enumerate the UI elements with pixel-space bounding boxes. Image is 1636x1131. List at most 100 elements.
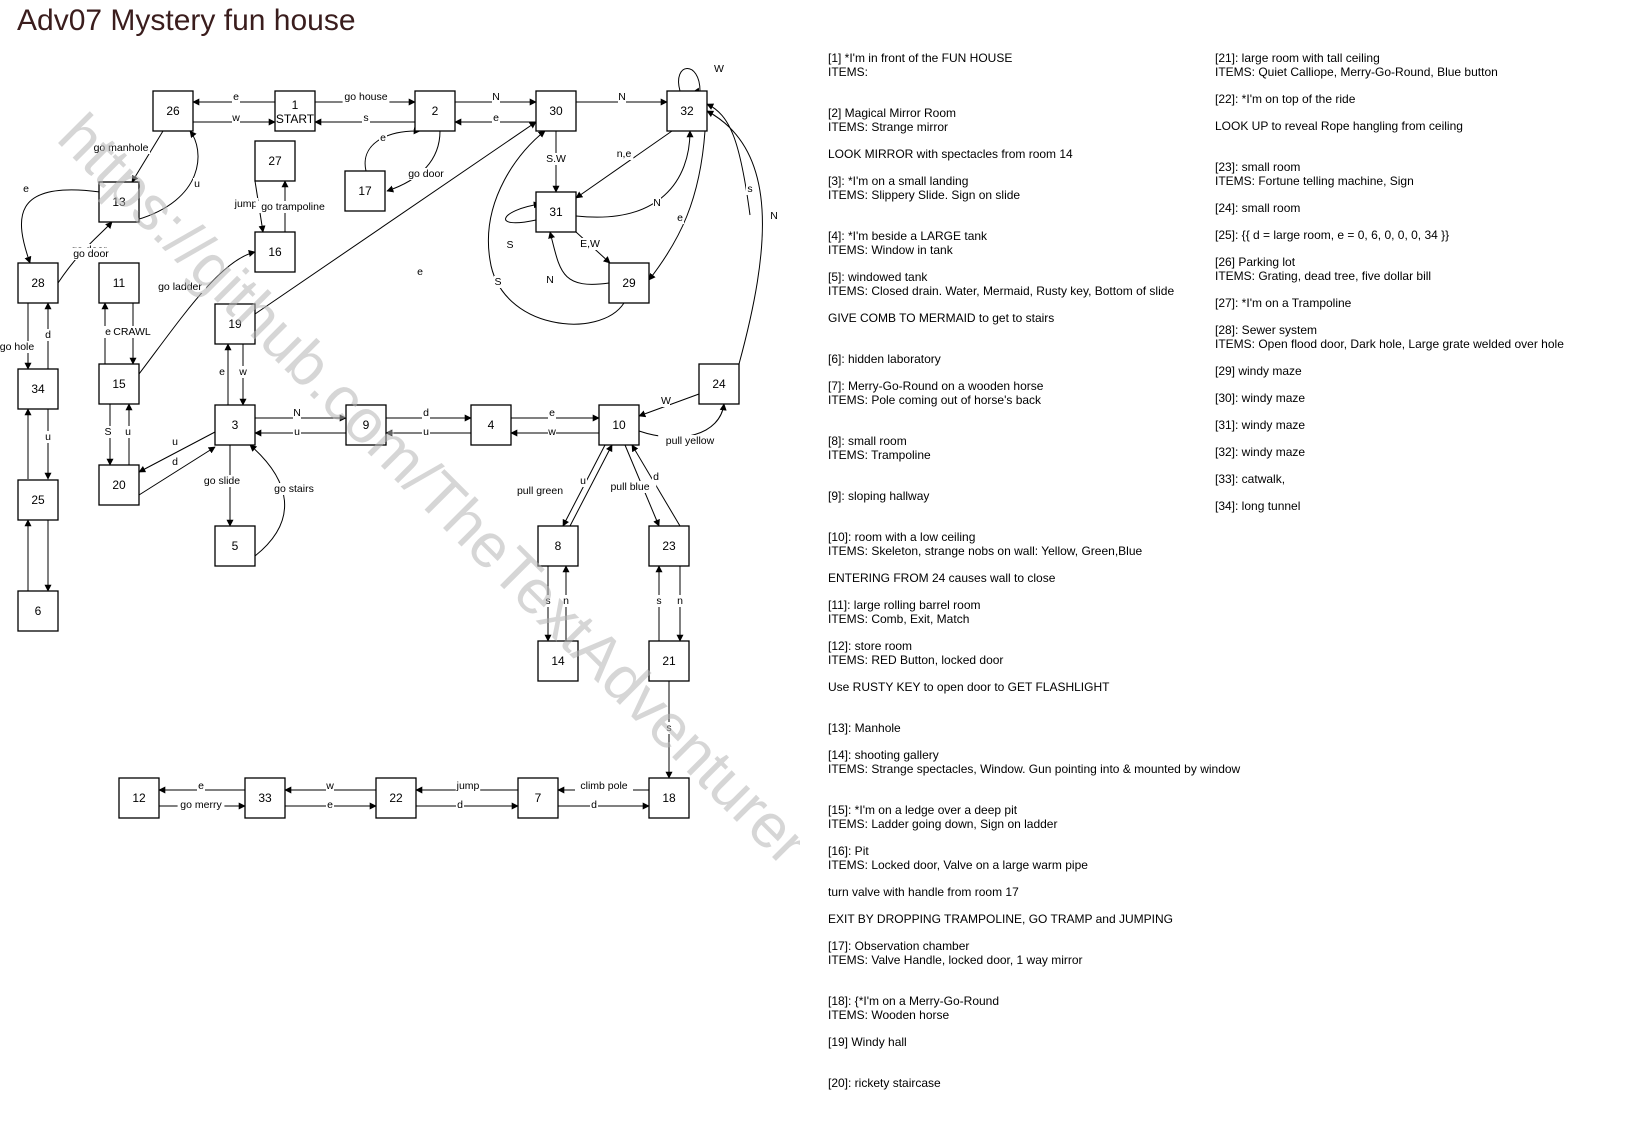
room-rect (598, 404, 640, 446)
room-box-12: 12 (118, 777, 160, 819)
edge-label-bg (494, 276, 502, 288)
room-note: [19] Windy hall (828, 1035, 1248, 1049)
room-start-label: START (276, 112, 315, 126)
edge-label: d (45, 329, 51, 341)
room-note: [30]: windy maze (1215, 391, 1625, 405)
page-title: Adv07 Mystery fun house (17, 4, 356, 37)
room-note-line: ITEMS: (828, 65, 869, 79)
edge-label-bg (506, 239, 514, 251)
room-box-26: 26 (152, 90, 194, 132)
room-note-line: [14]: shooting gallery (828, 748, 939, 762)
room-number: 11 (113, 276, 126, 290)
edge-label: e (417, 266, 423, 278)
edge-label: e (493, 112, 499, 124)
room-number: 7 (535, 791, 542, 805)
room-note-line: [3]: *I'm on a small landing (828, 174, 969, 188)
map-connection (364, 127, 421, 172)
room-rect (345, 404, 387, 446)
room-rect (214, 303, 256, 345)
room-rect (17, 262, 59, 304)
room-note-line: [5]: windowed tank (828, 270, 928, 284)
room-note-line: [8]: small room (828, 434, 907, 448)
edge-label: e (219, 366, 225, 378)
room-rect (17, 590, 59, 632)
edge-label-bg (153, 281, 207, 293)
edge-label-bg (492, 112, 500, 124)
room-rect (98, 181, 140, 223)
room-box-31: 31 (535, 191, 577, 233)
edge-label-bg (422, 426, 430, 438)
room-box-3: 3 (214, 404, 256, 446)
room-note-line: [29] windy maze (1215, 364, 1302, 378)
room-note: [6]: hidden laboratory (828, 352, 1248, 366)
room-box-10: 10 (598, 404, 640, 446)
edge-label: go door (73, 248, 109, 260)
edge-label-bg (655, 595, 663, 607)
room-note-line: ITEMS: Pole coming out of horse's back (828, 393, 1042, 407)
room-note-line: [25]: {{ d = large room, e = 0, 6, 0, 0,… (1215, 228, 1450, 242)
edge-label: d (172, 456, 178, 468)
room-note-line: [2] Magical Mirror Room (828, 106, 957, 120)
edge-label: s (666, 722, 671, 734)
room-rect (517, 777, 559, 819)
edge-label-bg (255, 201, 331, 213)
room-note-line: [27]: *I'm on a Trampoline (1215, 296, 1352, 310)
edge-label: go trampoline (261, 201, 325, 213)
edge-label: e (677, 212, 683, 224)
edge-label: s (656, 595, 661, 607)
edge-label: d (457, 799, 463, 811)
edge-label-bg (746, 183, 754, 195)
edge-label-bg (193, 178, 201, 190)
edge-label: S.W (546, 153, 566, 165)
room-number: 18 (662, 791, 676, 805)
room-number: 31 (549, 205, 563, 219)
edge-label: w (325, 780, 334, 792)
room-box-20: 20 (98, 464, 140, 506)
room-note-line: ITEMS: Slippery Slide. Sign on slide (828, 188, 1021, 202)
edge-label-bg (422, 407, 430, 419)
room-rect (17, 479, 59, 521)
room-box-21: 21 (648, 640, 690, 682)
room-note: [20]: rickety staircase (828, 1076, 1248, 1090)
room-note: [22]: *I'm on top of the ride (1215, 92, 1625, 106)
edge-label-bg (603, 481, 657, 493)
edge-label-bg (22, 183, 30, 195)
room-note-line: turn valve with handle from room 17 (828, 885, 1019, 899)
room-number: 14 (551, 654, 565, 668)
room-box-28: 28 (17, 262, 59, 304)
room-note-line: ENTERING FROM 24 causes wall to close (828, 571, 1056, 585)
room-rect (535, 90, 577, 132)
edge-label: u (423, 426, 429, 438)
edge-label-bg (455, 780, 481, 792)
room-rect (244, 777, 286, 819)
map-connection (505, 201, 541, 224)
room-note-line: [7]: Merry-Go-Round on a wooden horse (828, 379, 1044, 393)
edge-label-bg (218, 366, 226, 378)
room-note: EXIT BY DROPPING TRAMPOLINE, GO TRAMP an… (828, 912, 1248, 926)
edge-label-bg (544, 595, 552, 607)
edge-label: CRAWL (113, 326, 151, 338)
room-rect (414, 90, 456, 132)
map-connection (575, 130, 673, 199)
room-box-8: 8 (537, 525, 579, 567)
room-number: 1 (292, 98, 299, 112)
edge-label: s (545, 595, 550, 607)
map-connection (706, 103, 751, 216)
room-note-line: ITEMS: Fortune telling machine, Sign (1215, 174, 1414, 188)
edge-label: pull yellow (666, 435, 715, 447)
edge-label: s (363, 112, 368, 124)
room-rect (98, 262, 140, 304)
room-note-line: LOOK UP to reveal Rope hangling from cei… (1215, 119, 1463, 133)
room-number: 33 (258, 791, 272, 805)
edge-label-bg (546, 274, 554, 286)
room-box-23: 23 (648, 525, 690, 567)
edge-label-bg (239, 366, 247, 378)
room-box-14: 14 (537, 640, 579, 682)
edge-label: go house (344, 91, 387, 103)
edge-label-bg (676, 212, 684, 224)
room-note: [13]: Manhole (828, 721, 1248, 735)
room-note-line: ITEMS: Window in tank (828, 243, 953, 257)
